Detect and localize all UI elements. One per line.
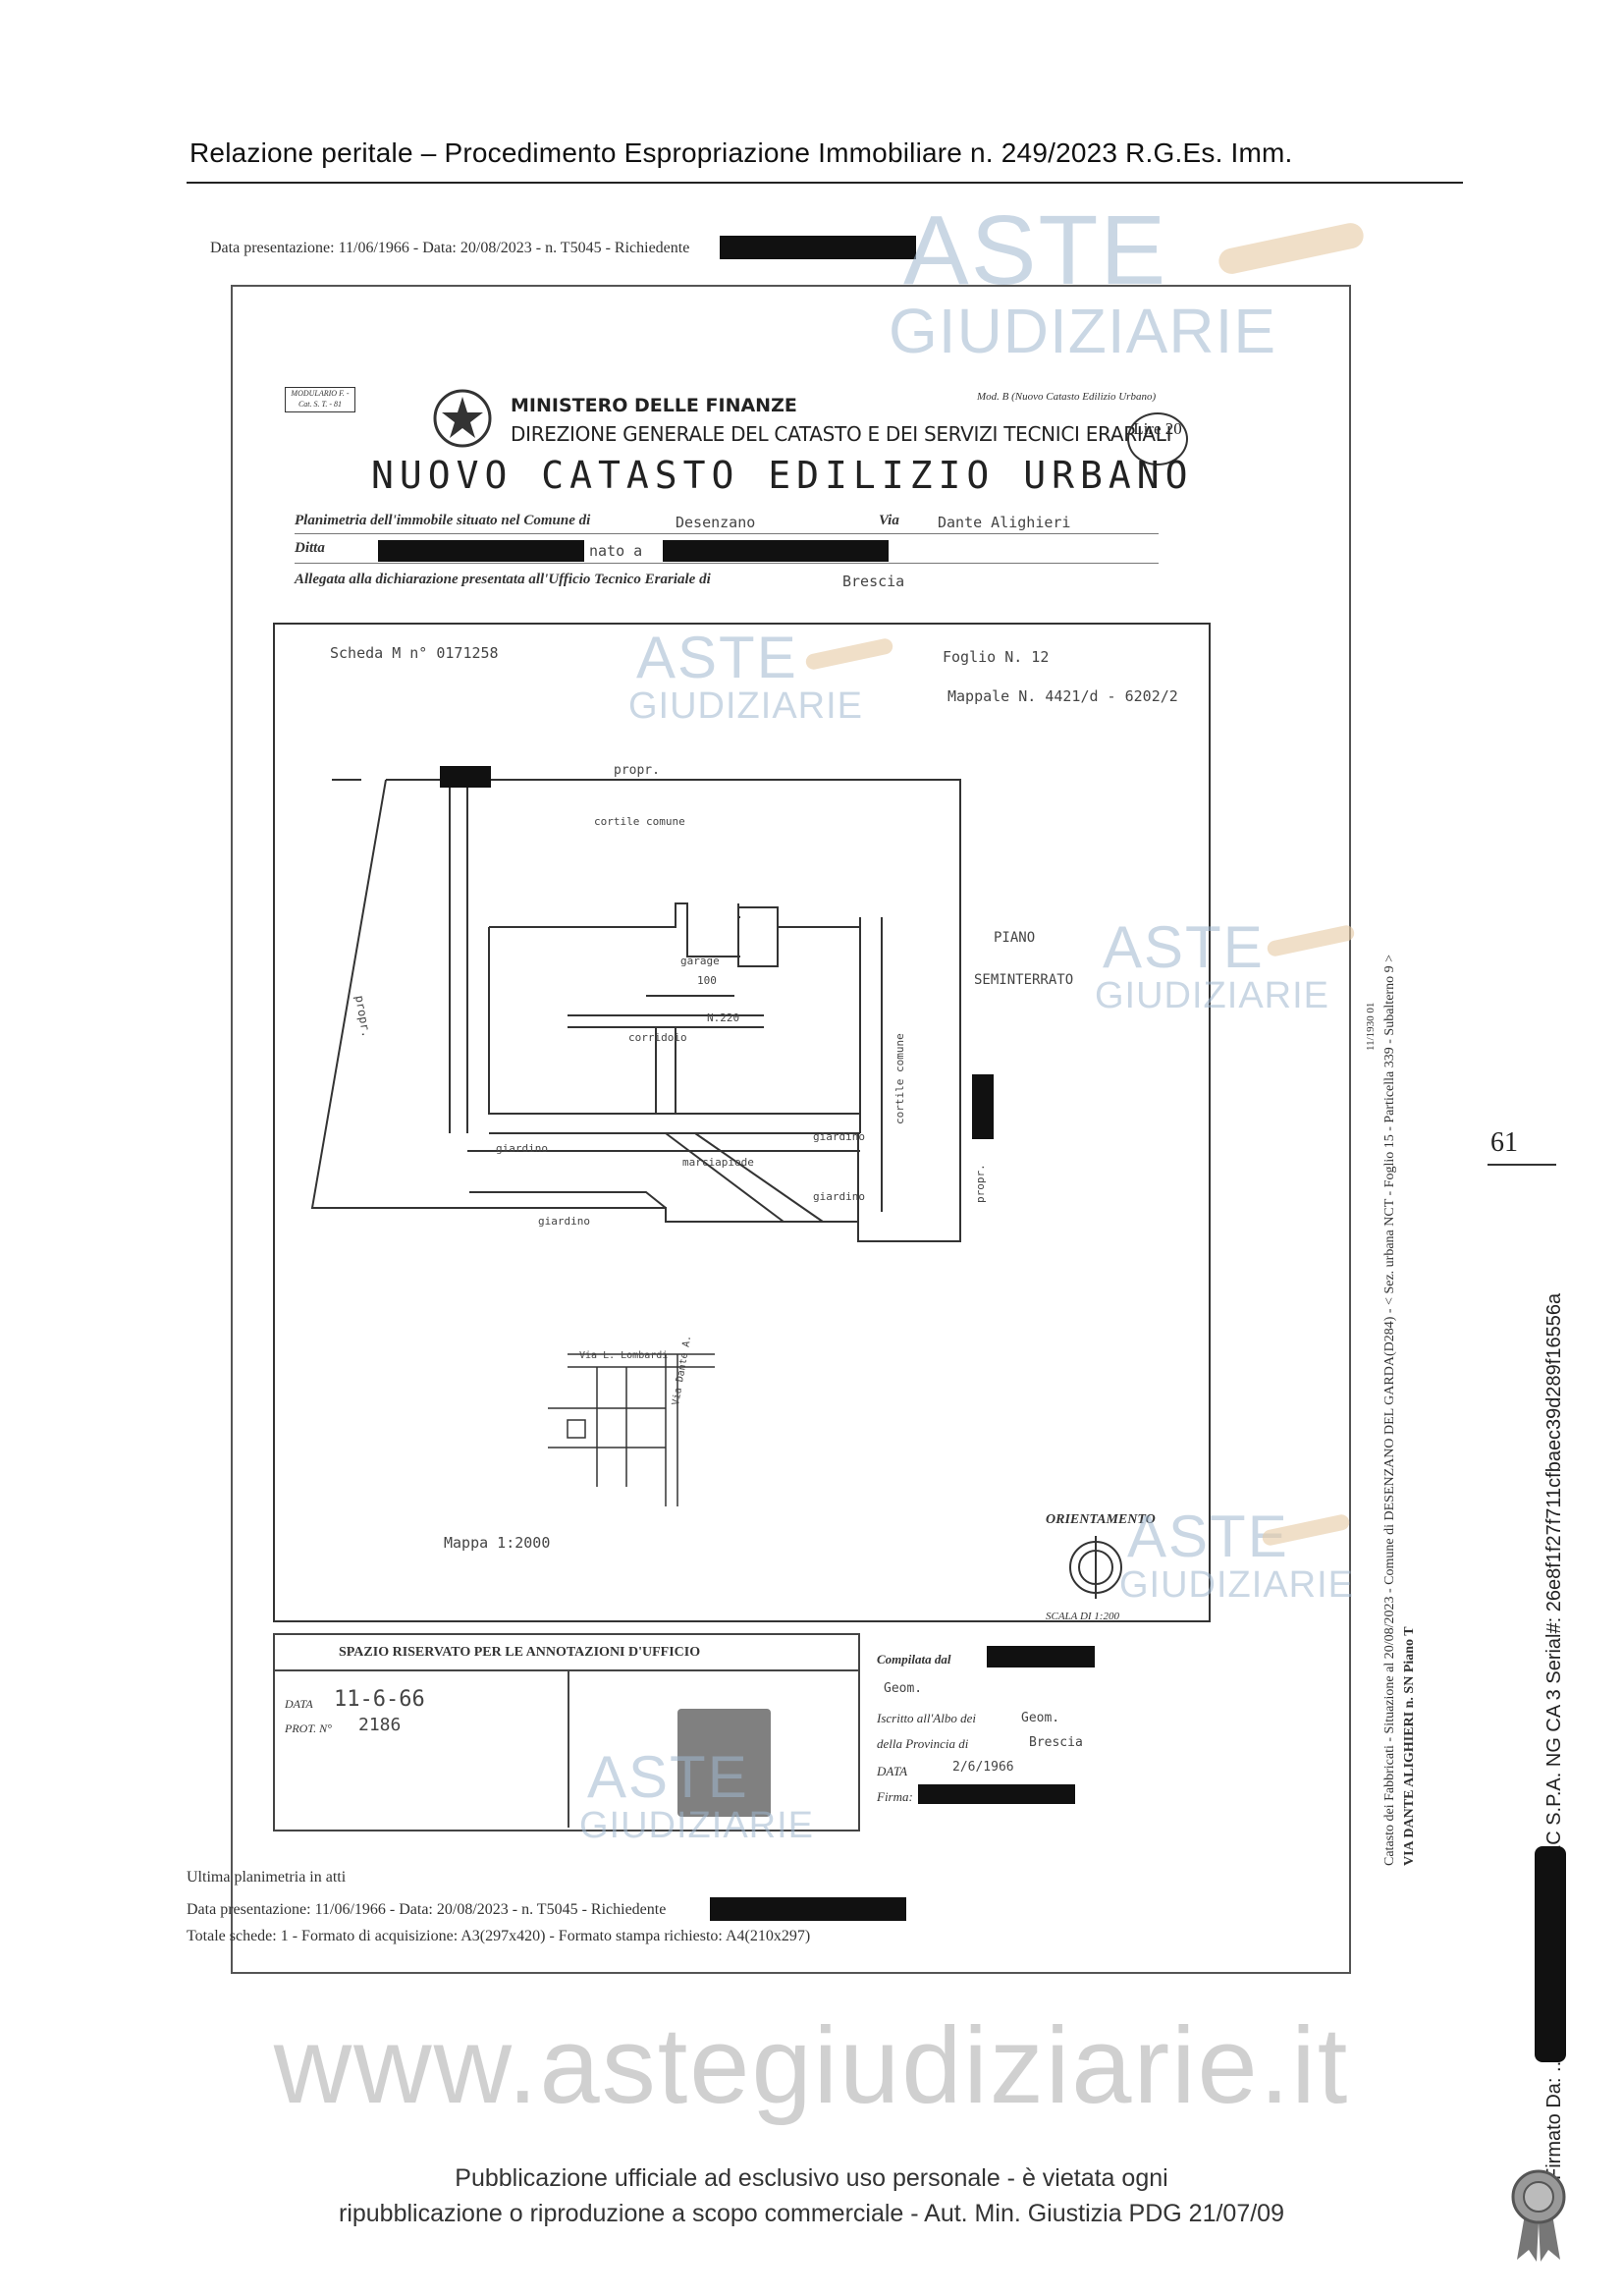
- redaction-bar: [378, 540, 584, 562]
- label-marciapiede: marciapiede: [682, 1156, 754, 1169]
- label-cortile-right: cortile comune: [893, 1033, 906, 1124]
- redaction-bar: [918, 1784, 1075, 1804]
- label-giardino-left: giardino: [496, 1142, 548, 1155]
- sheet-frame: [231, 285, 1351, 1974]
- label-giardino-right: giardino: [813, 1130, 865, 1143]
- watermark-line2: GIUDIZIARIE: [579, 1805, 815, 1846]
- watermark-line2: GIUDIZIARIE: [628, 685, 864, 727]
- watermark-line2: GIUDIZIARIE: [889, 296, 1277, 366]
- watermark-plan-1: ASTE GIUDIZIARIE: [628, 625, 864, 727]
- side-address-text: VIA DANTE ALIGHIERI n. SN Piano T: [1402, 1626, 1417, 1866]
- side-catasto-text: Catasto dei Fabbricati - Situazione al 2…: [1382, 955, 1397, 1866]
- compilata-label: Compilata dal: [877, 1652, 951, 1667]
- header-rule: [187, 182, 1463, 184]
- direction-name: DIREZIONE GENERALE DEL CATASTO E DEI SER…: [511, 422, 1172, 446]
- label-giardino-right2: giardino: [813, 1190, 865, 1203]
- label-scala: SCALA DI 1:200: [1046, 1611, 1119, 1622]
- redaction-bar: [663, 540, 889, 562]
- scheda-number: Scheda M n° 0171258: [330, 644, 499, 662]
- footer-line1: Pubblicazione ufficiale ad esclusivo uso…: [455, 2164, 1168, 2192]
- label-mappa: Mappa 1:2000: [444, 1534, 551, 1552]
- mappale-number: Mappale N. 4421/d - 6202/2: [947, 687, 1178, 705]
- provincia-label: della Provincia di: [877, 1736, 969, 1751]
- floor-plan-drawing: [310, 766, 1122, 1599]
- label-propr-right: propr.: [974, 1164, 987, 1203]
- data2-value: 2/6/1966: [952, 1760, 1014, 1775]
- via-label: Via: [879, 513, 899, 528]
- footer-line2: ripubblicazione o riproduzione a scopo c…: [339, 2200, 1284, 2227]
- label-n220: N.220: [707, 1011, 740, 1024]
- label-corridoio: corridoio: [628, 1031, 687, 1044]
- official-stamp: [677, 1709, 771, 1817]
- ditta-mid: nato a: [589, 542, 643, 560]
- redaction-bar: [987, 1646, 1095, 1667]
- watermark-line1: ASTE: [1127, 1503, 1289, 1569]
- office-box-divider: [568, 1669, 569, 1828]
- office-prot-label: PROT. N°: [285, 1722, 332, 1735]
- ditta-label: Ditta: [295, 540, 325, 556]
- label-garage-num: 100: [697, 974, 717, 987]
- office-box-divider: [273, 1669, 858, 1671]
- form-line: [295, 533, 1159, 534]
- mod-ref: Mod. B (Nuovo Catasto Edilizio Urbano): [977, 391, 1157, 403]
- label-piano: PIANO: [994, 930, 1036, 946]
- bottom-meta-3: Totale schede: 1 - Formato di acquisizio…: [187, 1928, 811, 1944]
- stamp-value-badge: Lire 20: [1127, 412, 1188, 465]
- office-title: SPAZIO RISERVATO PER LE ANNOTAZIONI D'UF…: [339, 1645, 701, 1660]
- bottom-meta-2: Data presentazione: 11/06/1966 - Data: 2…: [187, 1901, 667, 1918]
- stamp-value: Lire 20: [1133, 419, 1182, 438]
- office-data-value: 11-6-66: [334, 1687, 425, 1712]
- watermark-line1: ASTE: [587, 1744, 749, 1810]
- plan-frame: [273, 623, 1211, 1622]
- ministry-name: MINISTERO DELLE FINANZE: [511, 395, 797, 416]
- report-header: Relazione peritale – Procedimento Esprop…: [189, 137, 1293, 168]
- ufficio-value: Brescia: [842, 573, 905, 590]
- modulario-text: MODULARIO F. - Cat. S. T. - 81: [291, 389, 350, 409]
- provincia-value: Brescia: [1029, 1735, 1083, 1750]
- watermark-line1: ASTE: [1103, 914, 1265, 980]
- form-line: [295, 563, 1159, 564]
- bottom-meta-1: Ultima planimetria in atti: [187, 1869, 347, 1886]
- via-value: Dante Alighieri: [938, 514, 1071, 531]
- modulario-box: MODULARIO F. - Cat. S. T. - 81: [285, 387, 355, 412]
- watermark-line2: GIUDIZIARIE: [1119, 1564, 1355, 1606]
- label-via-lombardi: Via L. Lombardi: [579, 1350, 669, 1361]
- watermark-plan-4: ASTE GIUDIZIARIE: [579, 1744, 815, 1846]
- watermark-plan-2: ASTE GIUDIZIARIE: [1095, 914, 1330, 1016]
- planimetria-label: Planimetria dell'immobile situato nel Co…: [295, 513, 591, 528]
- page-number: 61: [1490, 1127, 1518, 1158]
- office-prot-value: 2186: [358, 1715, 402, 1735]
- comune-value: Desenzano: [676, 514, 756, 531]
- office-box: [273, 1633, 860, 1831]
- top-meta: Data presentazione: 11/06/1966 - Data: 2…: [210, 240, 690, 256]
- watermark-top: ASTE GIUDIZIARIE: [889, 201, 1276, 362]
- watermark-line1: ASTE: [903, 195, 1168, 305]
- label-seminterrato: SEMINTERRATO: [974, 972, 1074, 988]
- emblem-icon: [432, 385, 493, 456]
- site-watermark: www.astegiudiziarie.it: [273, 2005, 1350, 2126]
- redaction-bar: [710, 1897, 906, 1921]
- watermark-plan-3: ASTE GIUDIZIARIE: [1119, 1503, 1355, 1606]
- compilata-value: Geom.: [884, 1681, 923, 1696]
- allegata-label: Allegata alla dichiarazione presentata a…: [295, 572, 711, 587]
- foglio-number: Foglio N. 12: [943, 648, 1050, 666]
- label-propr-top: propr.: [614, 763, 660, 778]
- redaction-bar: [1535, 1846, 1566, 2062]
- form-title: NUOVO CATASTO EDILIZIO URBANO: [371, 454, 1194, 497]
- page-number-rule: [1488, 1164, 1556, 1166]
- label-garage: garage: [680, 955, 720, 967]
- redaction-bar: [720, 236, 916, 259]
- watermark-line2: GIUDIZIARIE: [1095, 975, 1330, 1016]
- watermark-line1: ASTE: [636, 625, 798, 690]
- label-cortile-top: cortile comune: [594, 815, 685, 828]
- firma-label: Firma:: [877, 1789, 913, 1804]
- rosette-icon: [1507, 2165, 1570, 2268]
- iscritto-value: Geom.: [1021, 1711, 1060, 1725]
- label-giardino-bottom: giardino: [538, 1215, 590, 1228]
- office-data-label: DATA: [285, 1697, 313, 1711]
- iscritto-label: Iscritto all'Albo dei: [877, 1711, 976, 1725]
- side-code-text: 11/1930 01: [1365, 1002, 1377, 1051]
- label-orientamento: ORIENTAMENTO: [1046, 1512, 1156, 1527]
- data2-label: DATA: [877, 1764, 908, 1778]
